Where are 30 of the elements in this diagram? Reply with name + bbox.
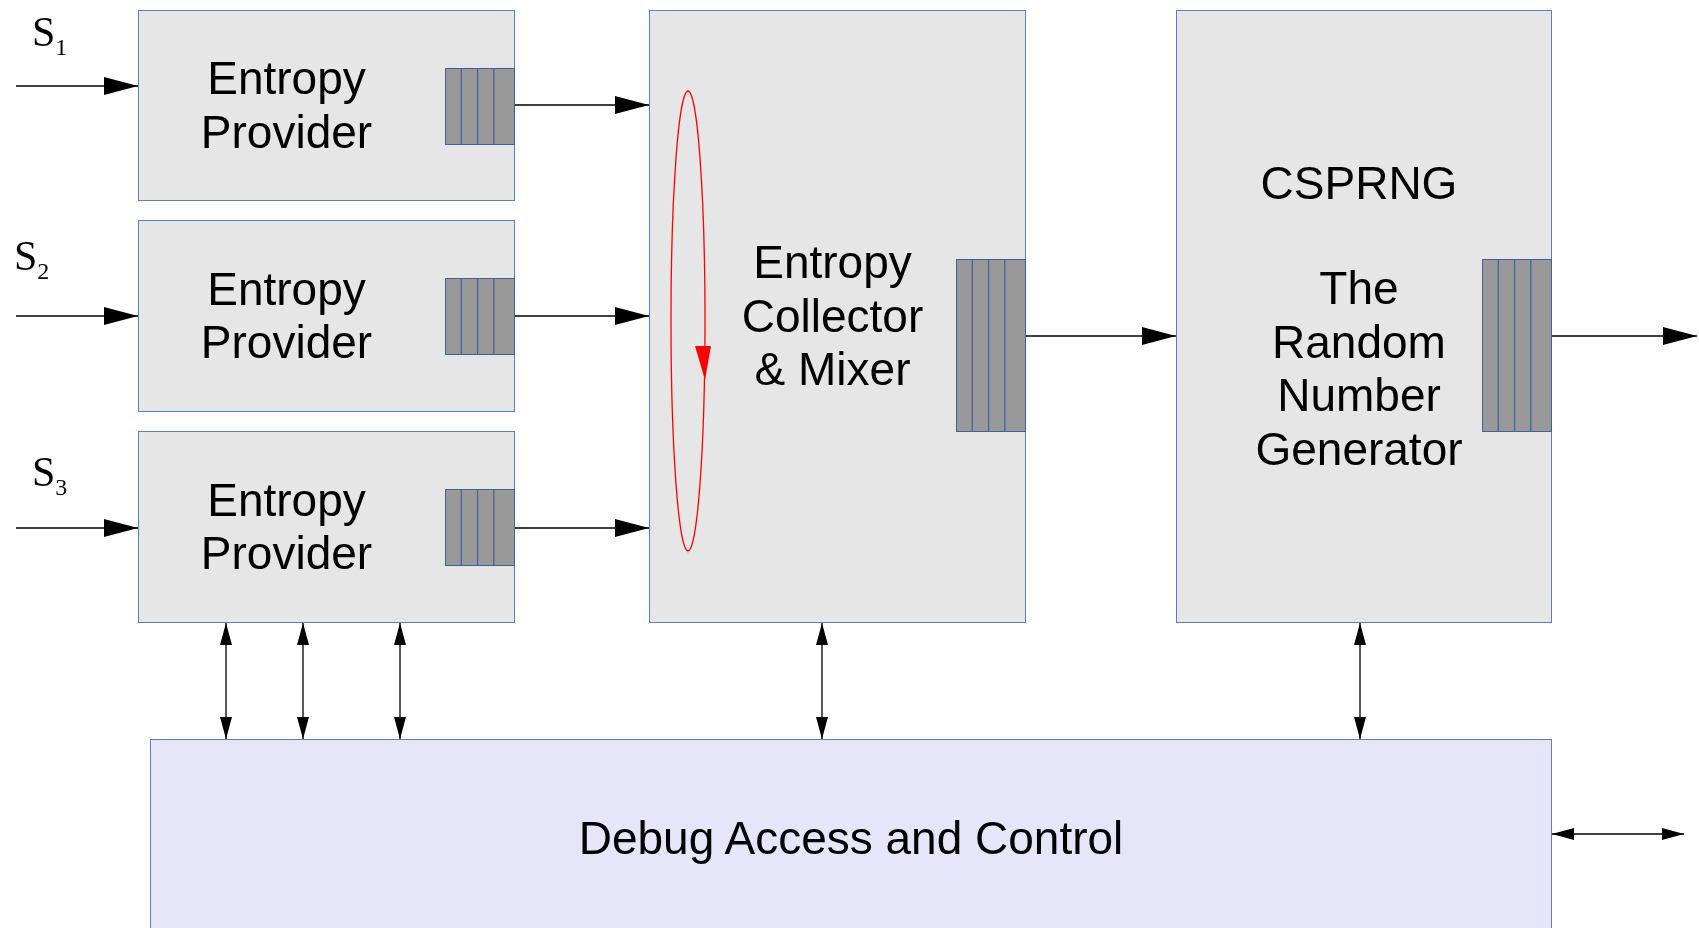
- signal-label: S$_{2}$: [14, 232, 50, 286]
- arrow: [394, 622, 406, 740]
- block-title: CSPRNG: [1260, 157, 1458, 211]
- process-block: [138, 10, 515, 201]
- arrow: [514, 96, 650, 114]
- block-title: Entropy Provider: [199, 52, 374, 159]
- block-subtitle: The Random Number Generator: [1254, 262, 1464, 476]
- arrow: [15, 519, 139, 537]
- process-block: [138, 431, 515, 623]
- block-title: Entropy Provider: [199, 262, 374, 370]
- block-title: Debug Access and Control: [578, 812, 1124, 866]
- signal-label: S$_{3}$: [32, 448, 68, 502]
- signal-label: S$_{1}$: [32, 8, 68, 62]
- control-block: [150, 739, 1552, 928]
- arrow: [816, 622, 828, 740]
- arrow: [1354, 622, 1366, 740]
- block-title: Entropy Provider: [199, 473, 374, 581]
- arrow: [1025, 327, 1177, 345]
- arrow: [297, 622, 309, 740]
- process-block: [1176, 10, 1552, 623]
- arrow: [514, 519, 650, 537]
- process-block: [649, 10, 1026, 623]
- block-title: Entropy Collector & Mixer: [740, 236, 925, 397]
- arrow: [15, 77, 139, 95]
- arrow: [220, 622, 232, 740]
- arrow: [514, 307, 650, 325]
- process-block: [138, 220, 515, 412]
- arrow: [1551, 828, 1685, 840]
- arrow: [1551, 327, 1698, 345]
- arrow: [15, 307, 139, 325]
